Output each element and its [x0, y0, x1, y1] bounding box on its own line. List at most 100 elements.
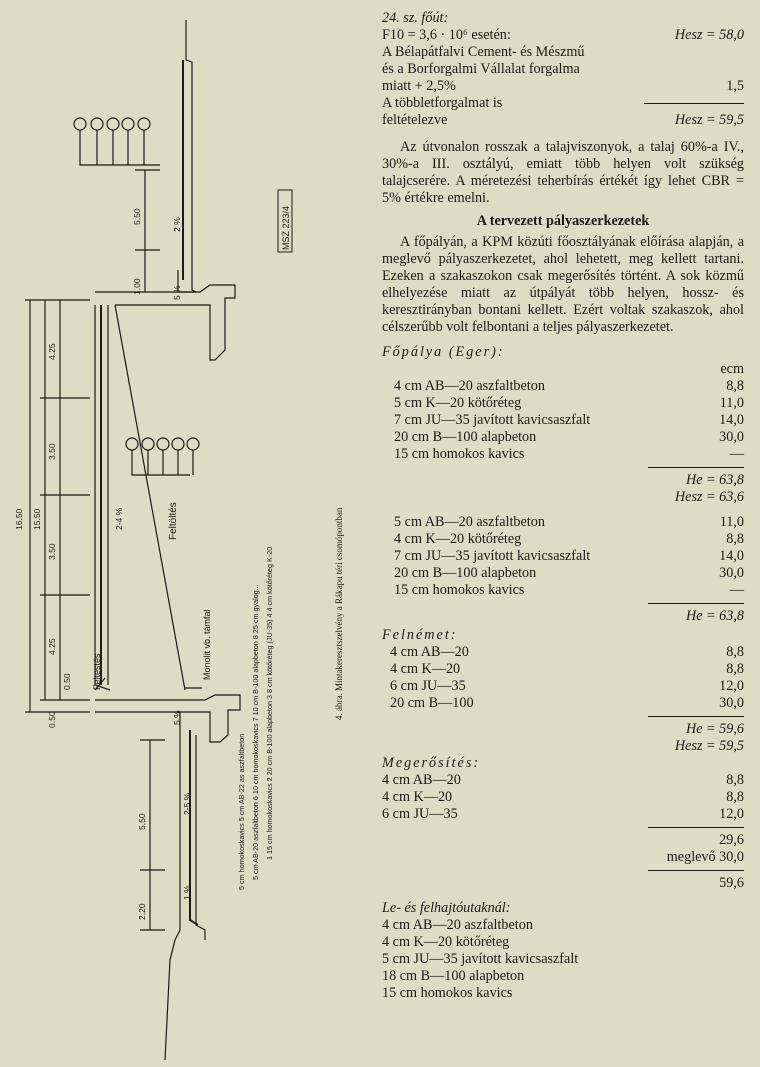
- lower-ramp-pavement: [189, 730, 199, 926]
- dim-lower: [140, 739, 165, 931]
- layer-value: —: [729, 446, 744, 462]
- cross-section-drawing: 16.50 15.50 4.25 3.50 3.50 4.25 5.50 1.0…: [14, 20, 344, 1061]
- callout-circles-mid: [125, 437, 200, 451]
- hesz-63-6: Hesz = 63,6: [674, 489, 744, 505]
- layer-value: 8,8: [726, 644, 744, 660]
- f10-line: F10 = 3,6 · 10⁶ esetén: Hesz = 58,0: [382, 27, 744, 44]
- layer-row: 15 cm homokos kavics—: [394, 582, 744, 599]
- figure-caption: 4. ábra. Mintakeresztszelvény a Rákapu t…: [334, 507, 344, 720]
- dim-2-20-bottom: 2.20: [137, 903, 147, 920]
- layer-row: 4 cm AB—20 aszfaltbeton 8,8: [394, 378, 744, 395]
- lower-ramp-outline: [164, 712, 181, 1061]
- slope-2-4-pct: 2-4 %: [114, 507, 124, 530]
- feltetes-leader: [94, 677, 106, 691]
- sum-rule-2: [648, 467, 744, 468]
- layer-row: 6 cm JU—35 12,0: [382, 806, 744, 823]
- belapatfalvi-line-3: miatt + 2,5% 1,5: [382, 78, 744, 94]
- upper-ramp-outline: [185, 20, 197, 293]
- layer-label: 4 cm K—20 kötőréteg: [382, 934, 510, 950]
- layer-row: 4 cm K—20 kötőréteg 8,8: [394, 531, 744, 548]
- layer-value: 8,8: [726, 789, 744, 805]
- layer-label: 4 cm AB—20 aszfaltbeton: [394, 378, 545, 394]
- hesz-59-5: Hesz = 59,5: [674, 112, 744, 128]
- lower-retaining-wall: [95, 694, 241, 743]
- dim-5-50-bottom: 5.50: [137, 813, 147, 830]
- layer-row: 20 cm B—100 30,0: [390, 695, 744, 712]
- sum-59-6: 59,6: [719, 875, 744, 891]
- legend-line-1: 1 15 cm homokoskavics 2 20 cm B-100 alap…: [265, 547, 274, 860]
- dim-16-50: 16.50: [14, 508, 24, 530]
- ecm-header: ecm: [720, 361, 744, 377]
- layer-row: 15 cm homokos kavics: [382, 985, 744, 1002]
- layer-label: 7 cm JU—35 javított kavicsaszfalt: [394, 548, 591, 564]
- text-column: 24. sz. főút: F10 = 3,6 · 10⁶ esetén: He…: [382, 10, 744, 1002]
- layer-value: 8,8: [726, 378, 744, 394]
- msz-stamp: MSZ 223/4: [277, 189, 293, 253]
- lefel-header: Le- és felhajtóutaknál:: [382, 900, 511, 916]
- layer-value: 8,8: [726, 772, 744, 788]
- dim-ticks-left: [25, 299, 90, 713]
- belapatfalvi-line-1: A Bélapátfalvi Cement- és Mészmű: [382, 44, 585, 60]
- dim-4-25-a: 4.25: [47, 343, 57, 360]
- sum-rule-4: [648, 716, 744, 717]
- dim-3-50-a: 3.50: [47, 443, 57, 460]
- dim-3-50-b: 3.50: [47, 543, 57, 560]
- layer-label: 5 cm K—20 kötőréteg: [394, 395, 522, 411]
- megerosites-header: Megerősítés:: [382, 755, 481, 771]
- layer-value: 12,0: [719, 678, 744, 694]
- he-63-8-a: He = 63,8: [685, 472, 744, 488]
- label-feltetes: Feltestés: [92, 653, 102, 690]
- layer-row: 15 cm homokos kavics—: [394, 446, 744, 463]
- felnemet-header: Felnémet:: [382, 627, 458, 643]
- layer-row: 18 cm B—100 alapbeton: [382, 968, 744, 985]
- slope-2-5-pct: 2-5 %: [182, 792, 192, 815]
- layer-value: —: [729, 582, 744, 598]
- sum-rule-6: [648, 870, 744, 871]
- layer-value: 11,0: [719, 514, 744, 530]
- slope-5-pct-bottom: 5 %: [172, 710, 182, 725]
- dim-4-25-b: 4.25: [47, 638, 57, 655]
- layer-label: 20 cm B—100 alapbeton: [394, 429, 537, 445]
- lower-ramp-kerb: [195, 735, 206, 940]
- layer-label: 15 cm homokos kavics: [382, 985, 513, 1001]
- layer-value: 30,0: [719, 429, 744, 445]
- layer-row: 6 cm JU—35 12,0: [390, 678, 744, 695]
- dim-upper: [135, 169, 160, 292]
- layer-label: 18 cm B—100 alapbeton: [382, 968, 525, 984]
- layer-label: 20 cm B—100: [390, 695, 474, 711]
- layer-value: 30,0: [719, 565, 744, 581]
- hesz-58: Hesz = 58,0: [674, 27, 744, 43]
- paragraph-design: A főpályán, a KPM közúti főosztályának e…: [382, 234, 744, 335]
- fill-slope-line: [114, 304, 186, 691]
- fopalya-header: Főpálya (Eger):: [382, 344, 505, 360]
- layer-value: 8,8: [726, 531, 744, 547]
- layer-label: 4 cm AB—20: [390, 644, 469, 660]
- he-59-6: He = 59,6: [685, 721, 744, 737]
- section-heading: A tervezett pályaszerkezetek: [476, 213, 650, 229]
- sum-rule-3: [648, 603, 744, 604]
- hesz-59-5-b: Hesz = 59,5: [674, 738, 744, 754]
- layer-row: 4 cm AB—20 aszfaltbeton: [382, 917, 744, 934]
- tobblet-line-2: feltételezve Hesz = 59,5: [382, 112, 744, 128]
- layer-label: 6 cm JU—35: [390, 678, 466, 694]
- layer-row: 5 cm JU—35 javított kavicsaszfalt: [382, 951, 744, 968]
- layer-row: 4 cm K—20 kötőréteg: [382, 934, 744, 951]
- belapatfalvi-line-2: és a Borforgalmi Vállalat forgalma: [382, 61, 580, 77]
- sum-rule-1: [644, 103, 744, 112]
- label-feltoltes: Feltöltés: [168, 502, 179, 540]
- layer-label: 4 cm K—20 kötőréteg: [394, 531, 522, 547]
- dim-5-50-top: 5.50: [132, 208, 142, 225]
- layer-label: 4 cm AB—20 aszfaltbeton: [382, 917, 533, 933]
- legend-line-3: 5 cm homokoskavics 5 cm AB-22 as aszfalt…: [237, 734, 246, 890]
- layer-label: 7 cm JU—35 javított kavicsaszfalt: [394, 412, 591, 428]
- layer-value: 30,0: [719, 695, 744, 711]
- layer-label: 6 cm JU—35: [382, 806, 458, 822]
- layer-value: 12,0: [719, 806, 744, 822]
